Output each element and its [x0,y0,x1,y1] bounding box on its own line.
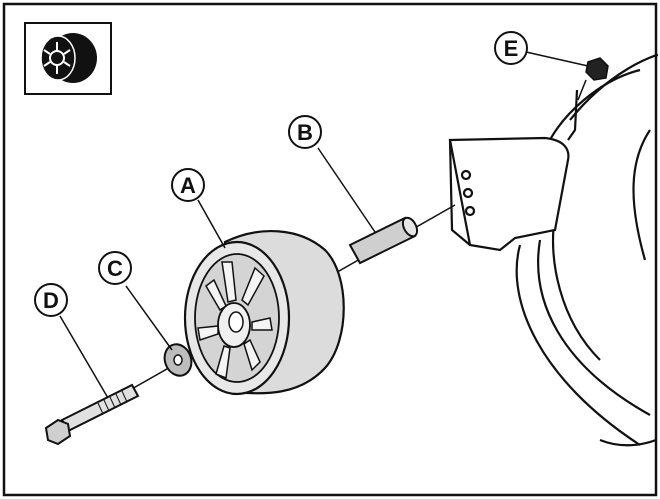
callout-a: A [171,168,205,202]
svg-text:D: D [43,288,59,313]
callout-e: E [494,31,528,65]
bolt-part [44,383,140,446]
svg-text:B: B [297,120,313,145]
leader-lines [59,51,589,399]
nut-part [577,57,609,101]
callout-c: C [98,251,132,285]
svg-text:E: E [504,36,519,61]
washer-part [163,343,193,377]
mounting-bracket [448,89,579,252]
wheel-thumbnail-icon [24,22,112,95]
svg-text:A: A [180,173,196,198]
svg-text:C: C [107,256,123,281]
callout-d: D [34,283,68,317]
wheel-part [183,230,345,396]
spacer-sleeve-part [348,216,419,265]
callout-b: B [288,115,322,149]
